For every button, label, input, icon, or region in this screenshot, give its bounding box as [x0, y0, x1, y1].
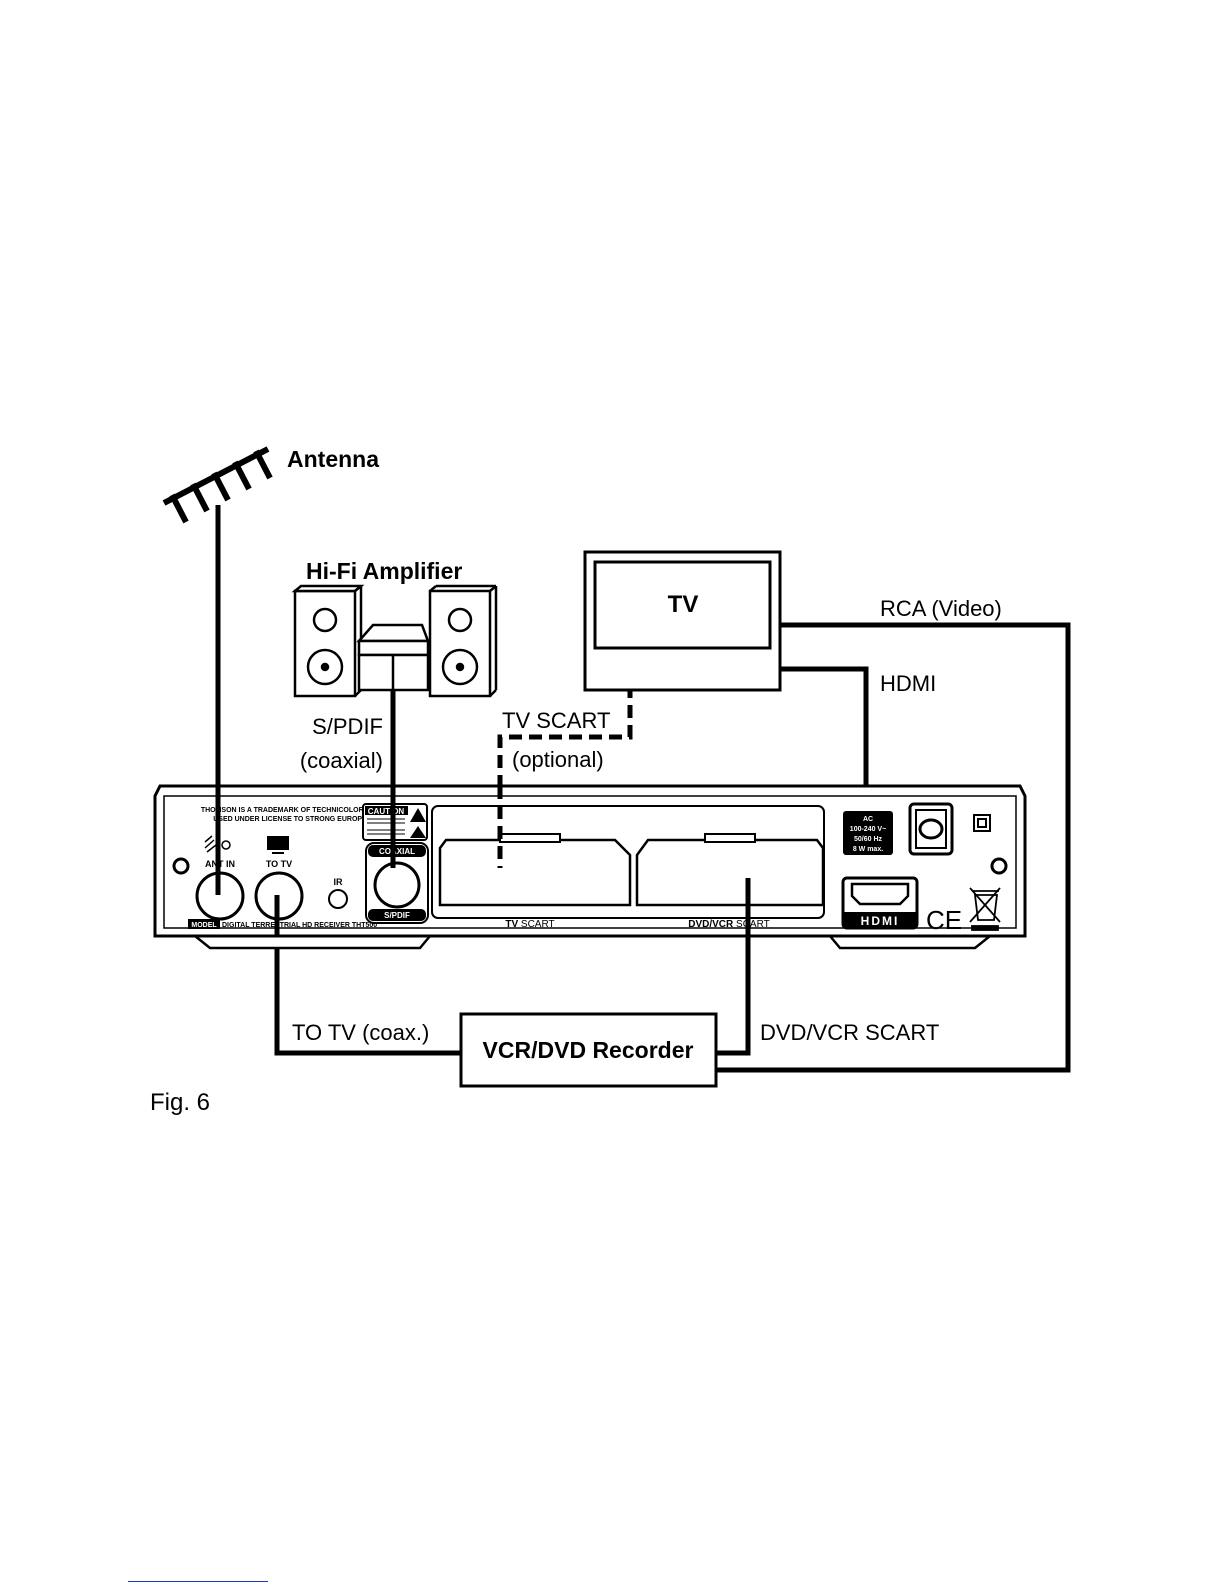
to-tv-coax-label: TO TV (coax.)	[292, 1020, 429, 1045]
trademark-text: THOMSON IS A TRADEMARK OF TECHNICOLOR S.…	[201, 807, 379, 814]
tv-scart-label: TV SCART	[502, 708, 610, 733]
weee-bin-icon	[969, 887, 1001, 931]
hdmi-port	[841, 876, 919, 930]
figure-caption: Fig. 6	[150, 1089, 210, 1116]
hdmi-cable-label: HDMI	[880, 671, 936, 696]
tv-icon	[583, 550, 782, 692]
footer-link-underline	[128, 1581, 268, 1582]
power-rating-line3: 50/60 Hz	[854, 836, 883, 843]
tv-scart-optional-label: (optional)	[512, 747, 604, 772]
dvd-vcr-scart-port-label: DVD/VCR SCART	[688, 919, 770, 930]
dvd-vcr-scart-port	[635, 838, 825, 907]
to-tv-port-label: TO TV	[266, 859, 292, 869]
power-switch-icon	[908, 802, 954, 856]
antenna-port-icon	[204, 835, 231, 853]
caution-label: CAUTION	[368, 807, 405, 816]
spdif-coaxial-label: (coaxial)	[300, 748, 383, 773]
tv-label: TV	[668, 591, 699, 618]
spdif-label: S/PDIF	[312, 714, 383, 739]
ir-port	[328, 889, 348, 909]
rca-video-label: RCA (Video)	[880, 596, 1002, 621]
model-text: DIGITAL TERRESTRIAL HD RECEIVER THT500	[222, 922, 377, 929]
hdmi-logo: HDMI	[861, 914, 900, 928]
power-rating-block	[843, 811, 893, 855]
antenna-icon	[162, 446, 273, 524]
coaxial-spdif-port	[373, 861, 421, 909]
ce-mark: CE	[926, 905, 962, 935]
tv-scart-port-label: TV SCART	[505, 919, 554, 930]
coaxial-label: COAXIAL	[379, 847, 415, 856]
ir-port-label: IR	[334, 877, 344, 887]
double-insulation-icon	[973, 814, 991, 832]
power-rating-line4: 8 W max.	[853, 846, 883, 853]
vcr-dvd-recorder-box	[459, 1012, 718, 1088]
model-badge: MODEL	[191, 922, 217, 929]
tv-scart-port	[438, 838, 632, 907]
power-rating-line2: 100-240 V~	[850, 826, 886, 833]
vcr-dvd-recorder-label: VCR/DVD Recorder	[483, 1037, 694, 1063]
spdif-port-label: S/PDIF	[384, 911, 410, 920]
dvd-vcr-scart-label: DVD/VCR SCART	[760, 1020, 939, 1045]
power-rating-line1: AC	[863, 816, 873, 823]
to-tv-port-icon	[267, 836, 289, 854]
hifi-amplifier-label: Hi-Fi Amplifier	[306, 558, 462, 584]
antenna-label: Antenna	[287, 446, 379, 472]
hifi-amplifier-icon	[291, 584, 498, 698]
license-text: USED UNDER LICENSE TO STRONG EUROPE	[213, 816, 367, 823]
